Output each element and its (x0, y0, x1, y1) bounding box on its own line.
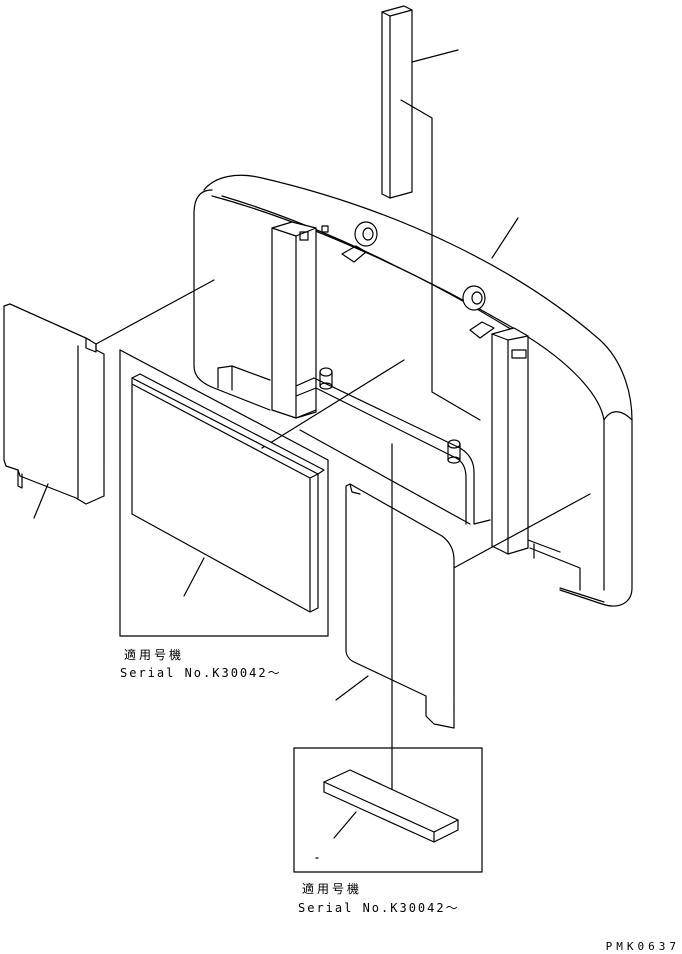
lifting-eye-left (342, 222, 377, 262)
leader-line-strip-to-body (401, 100, 480, 420)
drawing-code: PMK0637 (605, 940, 680, 953)
callout-1-title: 適用号機 (124, 648, 185, 662)
leader-line-right-cover-bottom (336, 676, 368, 700)
callout-1-serial: Serial No.K30042～ (120, 666, 282, 680)
post-left (320, 368, 332, 389)
lifting-eye-right (463, 286, 494, 338)
leader-line-pad-part (334, 812, 356, 838)
leader-line-left-cover (96, 280, 214, 344)
leader-line-mat (262, 360, 404, 448)
leader-line-left-cover-bottom (34, 484, 48, 518)
post-right (448, 440, 460, 463)
leader-line-mat-panel (184, 558, 204, 596)
top-strip-part (382, 6, 412, 198)
right-side-cover (346, 484, 454, 728)
callout-2-title: 適用号機 (302, 882, 363, 896)
pad-callout-box (294, 748, 482, 872)
housing-body (194, 175, 632, 606)
leader-line-right-cover (450, 494, 590, 570)
left-side-cover (4, 304, 104, 504)
mat-callout-box (120, 350, 328, 636)
callout-2-serial: Serial No.K30042～ (298, 901, 460, 915)
leader-line-housing (492, 218, 518, 258)
leader-line-top-strip (412, 50, 458, 62)
